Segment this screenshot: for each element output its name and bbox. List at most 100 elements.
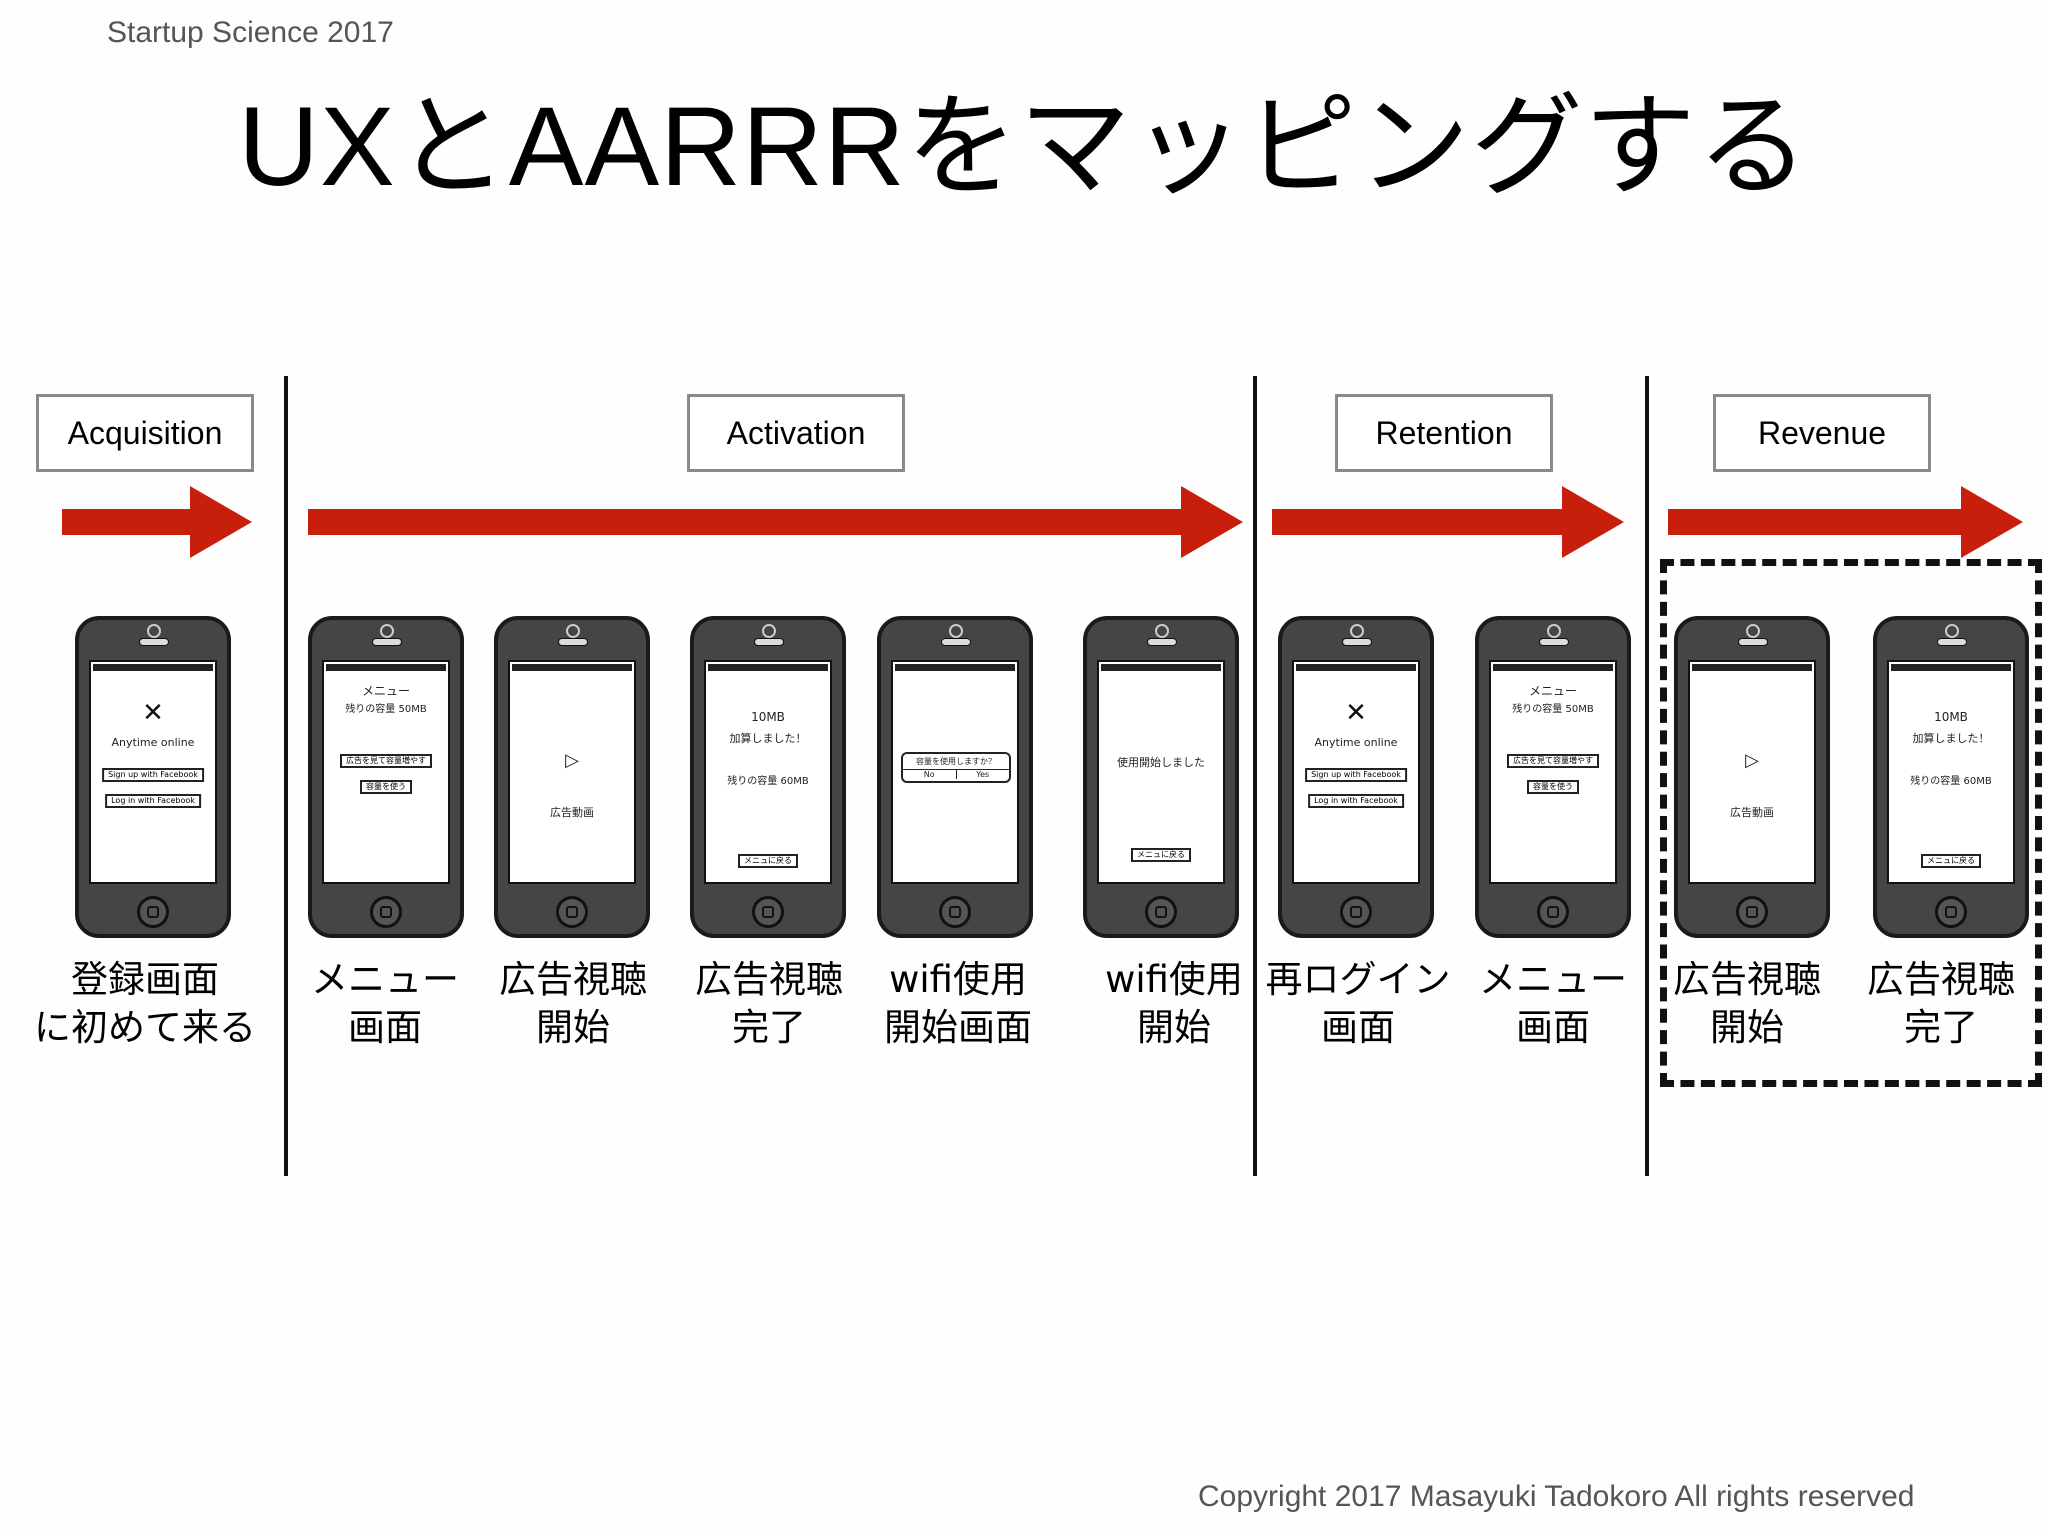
- caption-line: 完了: [732, 1006, 806, 1049]
- caption-line: 登録画面: [71, 958, 219, 1001]
- home-button-icon: [1537, 896, 1569, 928]
- caption-relogin: 再ログイン 画面: [1243, 956, 1473, 1052]
- phone-login: ✕ Anytime online Sign up with Facebook L…: [75, 616, 231, 938]
- stage-label-retention: Retention: [1335, 394, 1553, 472]
- caption-wifi-screen: wifi使用 開始画面: [843, 956, 1073, 1052]
- phone-ad-done: 10MB 加算しました！ 残りの容量 60MB メニュに戻る: [690, 616, 846, 938]
- started-message: 使用開始しました: [1117, 756, 1205, 769]
- caption-line: 広告視聴: [1673, 958, 1821, 1001]
- phone-revenue-ad-start: ▷ 広告動画: [1674, 616, 1830, 938]
- app-logo-icon: ✕: [142, 698, 164, 728]
- capacity-text: 残りの容量 50MB: [1512, 704, 1594, 715]
- caption-line: メニュー: [1479, 958, 1627, 1001]
- caption-menu: メニュー 画面: [270, 956, 500, 1052]
- caption-line: wifi使用: [889, 958, 1027, 1001]
- home-button-icon: [1736, 896, 1768, 928]
- watch-ad-button: 広告を見て容量増やす: [1507, 754, 1599, 768]
- acquisition-arrow: [62, 486, 252, 558]
- retention-arrow: [1272, 486, 1624, 558]
- caption-line: 画面: [1321, 1006, 1395, 1049]
- signup-button: Sign up with Facebook: [102, 768, 204, 782]
- phone-wifi-confirm: 容量を使用しますか？ No Yes: [877, 616, 1033, 938]
- caption-line: 完了: [1904, 1006, 1978, 1049]
- stage-label-revenue: Revenue: [1713, 394, 1931, 472]
- home-button-icon: [752, 896, 784, 928]
- login-button: Log in with Facebook: [105, 794, 201, 808]
- home-button-icon: [1145, 896, 1177, 928]
- no-button: No: [903, 770, 957, 779]
- added-text: 加算しました！: [1912, 732, 1990, 745]
- revenue-arrow: [1668, 486, 2023, 558]
- ad-label: 広告動画: [1730, 806, 1774, 819]
- activation-arrow: [308, 486, 1243, 558]
- back-to-menu-button: メニュに戻る: [1921, 854, 1981, 868]
- stage-divider-1: [284, 376, 288, 1176]
- confirm-question: 容量を使用しますか？: [916, 757, 996, 766]
- caption-wifi-start: wifi使用 開始: [1059, 956, 1289, 1052]
- caption-line: 画面: [1516, 1006, 1590, 1049]
- home-button-icon: [370, 896, 402, 928]
- capacity-text: 残りの容量 60MB: [727, 776, 809, 787]
- caption-line: 画面: [348, 1006, 422, 1049]
- stage-divider-2: [1253, 376, 1257, 1176]
- watch-ad-button: 広告を見て容量増やす: [340, 754, 432, 768]
- caption-line: 再ログイン: [1265, 958, 1451, 1001]
- caption-ad-done: 広告視聴 完了: [654, 956, 884, 1052]
- caption-line: 開始画面: [884, 1006, 1032, 1049]
- caption-line: 開始: [1710, 1006, 1784, 1049]
- phone-relogin: ✕ Anytime online Sign up with Facebook L…: [1278, 616, 1434, 938]
- added-amount: 10MB: [1934, 710, 1968, 724]
- copyright-text: Copyright 2017 Masayuki Tadokoro All rig…: [1198, 1480, 1915, 1513]
- caption-line: 広告視聴: [499, 958, 647, 1001]
- use-capacity-button: 容量を使う: [1527, 780, 1579, 794]
- added-amount: 10MB: [751, 710, 785, 724]
- menu-title: メニュー: [1528, 684, 1577, 698]
- capacity-text: 残りの容量 50MB: [345, 704, 427, 715]
- caption-menu-again: メニュー 画面: [1438, 956, 1668, 1052]
- signup-button: Sign up with Facebook: [1305, 768, 1407, 782]
- login-button: Log in with Facebook: [1308, 794, 1404, 808]
- menu-title: メニュー: [361, 684, 410, 698]
- stage-label-acquisition: Acquisition: [36, 394, 254, 472]
- caption-ad-start: 広告視聴 開始: [458, 956, 688, 1052]
- caption-line: wifi使用: [1105, 958, 1243, 1001]
- capacity-text: 残りの容量 60MB: [1910, 776, 1992, 787]
- use-capacity-button: 容量を使う: [360, 780, 412, 794]
- caption-revenue-ad-done: 広告視聴 完了: [1836, 956, 2046, 1052]
- caption-revenue-ad-start: 広告視聴 開始: [1632, 956, 1862, 1052]
- brand-text: Anytime online: [1314, 736, 1398, 749]
- caption-line: 開始: [1137, 1006, 1211, 1049]
- caption-line: メニュー: [311, 958, 459, 1001]
- phone-screen: ✕ Anytime online Sign up with Facebook L…: [89, 660, 217, 884]
- phone-menu: メニュー 残りの容量 50MB 広告を見て容量増やす 容量を使う: [308, 616, 464, 938]
- home-button-icon: [939, 896, 971, 928]
- home-button-icon: [1340, 896, 1372, 928]
- back-to-menu-button: メニュに戻る: [738, 854, 798, 868]
- caption-line: に初めて来る: [34, 1006, 256, 1049]
- confirm-dialog: 容量を使用しますか？ No Yes: [901, 752, 1011, 783]
- added-text: 加算しました！: [729, 732, 807, 745]
- caption-registration: 登録画面 に初めて来る: [30, 956, 260, 1052]
- brand-text: Anytime online: [111, 736, 195, 749]
- header-label: Startup Science 2017: [107, 16, 394, 49]
- phone-revenue-ad-done: 10MB 加算しました！ 残りの容量 60MB メニュに戻る: [1873, 616, 2029, 938]
- home-button-icon: [556, 896, 588, 928]
- stage-label-activation: Activation: [687, 394, 905, 472]
- yes-button: Yes: [976, 770, 990, 779]
- page-title: UXとAARRRをマッピングする: [238, 84, 1810, 209]
- app-logo-icon: ✕: [1345, 698, 1367, 728]
- play-icon: ▷: [1745, 750, 1759, 771]
- play-icon: ▷: [565, 750, 579, 771]
- caption-line: 広告視聴: [695, 958, 843, 1001]
- phone-ad-start: ▷ 広告動画: [494, 616, 650, 938]
- stage-divider-3: [1645, 376, 1649, 1176]
- back-to-menu-button: メニュに戻る: [1131, 848, 1191, 862]
- caption-line: 広告視聴: [1867, 958, 2015, 1001]
- revenue-highlight-box: [1660, 559, 2042, 1087]
- caption-line: 開始: [536, 1006, 610, 1049]
- phone-wifi-started: 使用開始しました メニュに戻る: [1083, 616, 1239, 938]
- home-button-icon: [1935, 896, 1967, 928]
- home-button-icon: [137, 896, 169, 928]
- ad-label: 広告動画: [550, 806, 594, 819]
- phone-menu-again: メニュー 残りの容量 50MB 広告を見て容量増やす 容量を使う: [1475, 616, 1631, 938]
